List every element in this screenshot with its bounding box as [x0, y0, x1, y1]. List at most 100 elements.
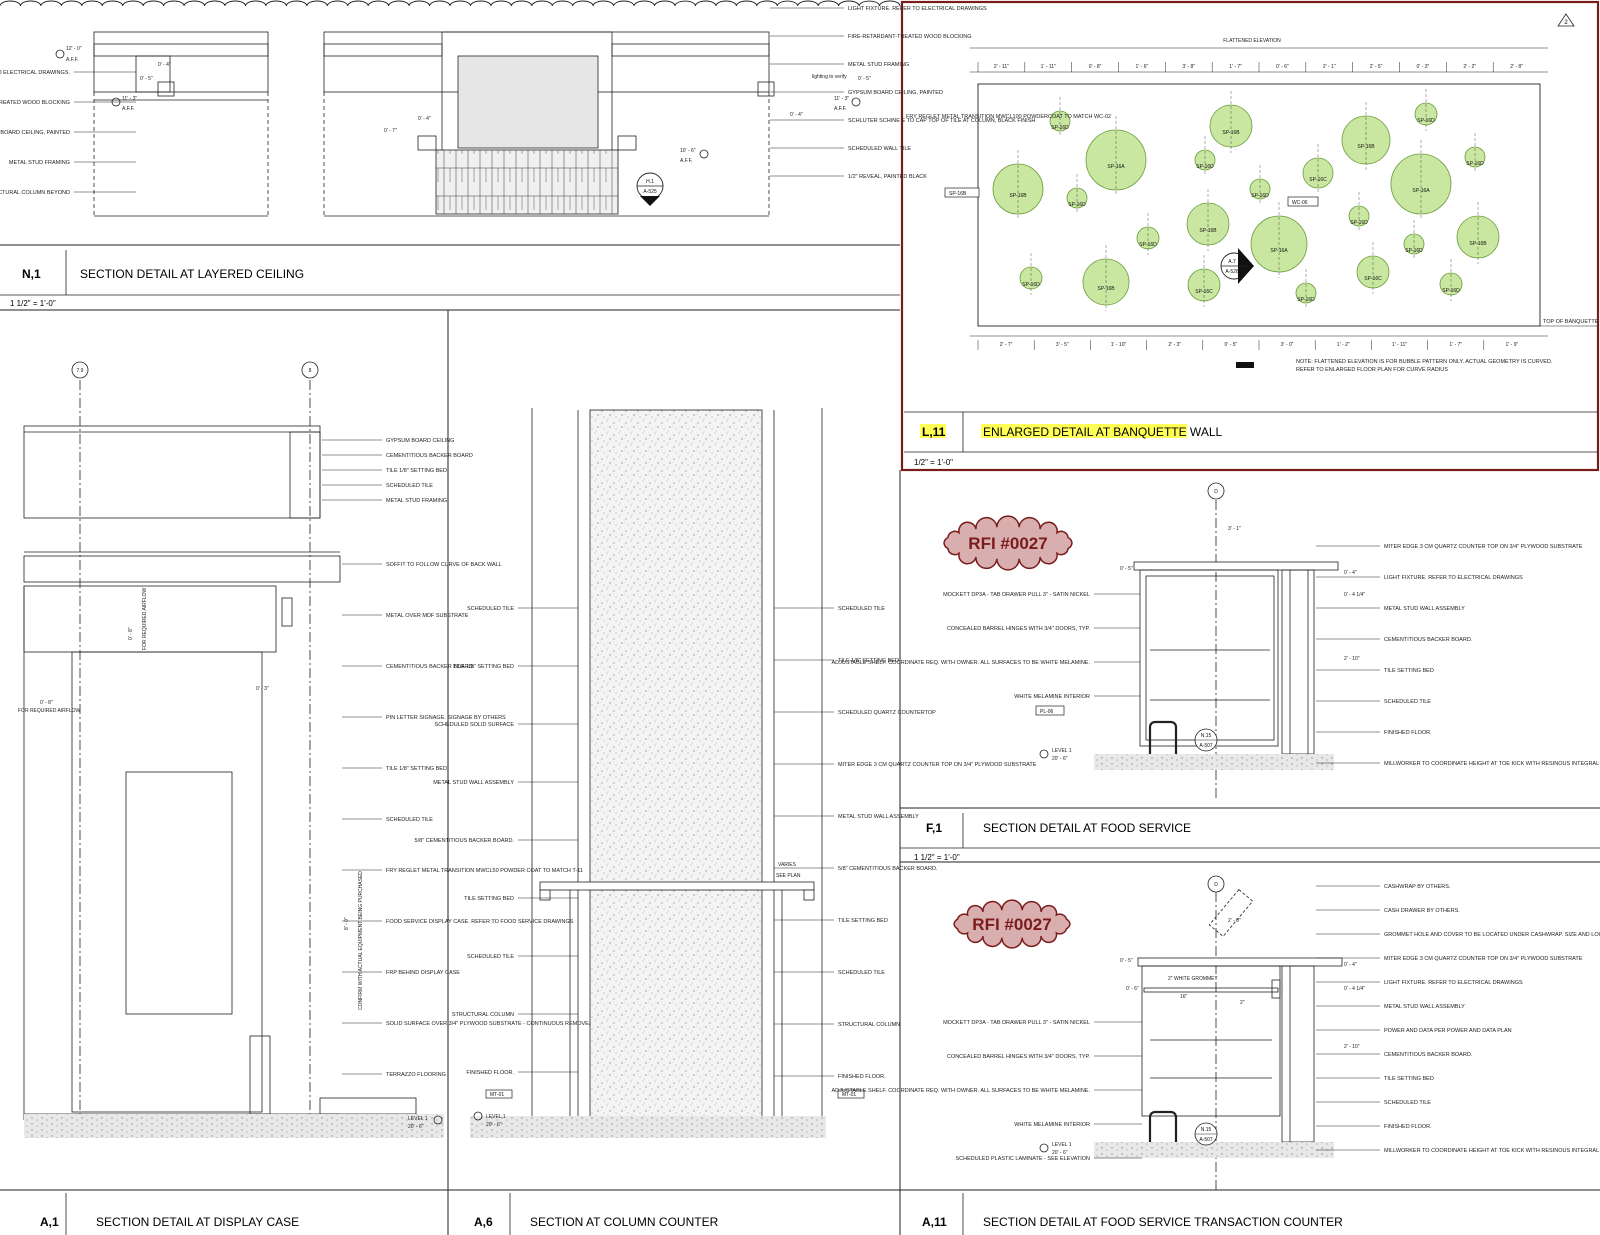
a1-lower-note-6: FRY REGLET METAL TRANSITION MWCL50 POWDE…	[386, 868, 583, 874]
n1-elev-right: 11' - 3"	[834, 96, 849, 102]
a6-left-note-1: TILE 1/8" SETTING BED	[453, 664, 514, 670]
l11-top-dim-label-8: 2' - 5"	[1370, 64, 1383, 70]
a11-detail-number: A,11	[922, 1215, 947, 1229]
a1-upper-note-1: CEMENTITIOUS BACKER BOARD	[386, 453, 473, 459]
n1-right-note-0: LIGHT FIXTURE. REFER TO ELECTRICAL DRAWI…	[848, 6, 987, 12]
n1-left-note-4: STRUCTURAL COLUMN BEYOND	[0, 190, 70, 196]
a1-lower-note-0: SOFFIT TO FOLLOW CURVE OF BACK WALL	[386, 562, 502, 568]
n1-dim-5: 0' - 4"	[790, 112, 803, 118]
a1-lower-notes: SOFFIT TO FOLLOW CURVE OF BACK WALLMETAL…	[342, 562, 752, 1078]
f1-right-note-6: FINISHED FLOOR.	[1384, 730, 1432, 736]
bubble-21	[1295, 282, 1317, 304]
n1-annotations: 12' - 0" A.F.F. 11' - 3" A.F.F. 11' - 3"…	[55, 46, 871, 164]
f1-width-dim: 3' - 1"	[1228, 526, 1241, 532]
a11-dim-7: 0' - 6"	[1126, 986, 1139, 992]
n1-callout-id: H.1	[646, 179, 654, 185]
f1-grid: D	[1214, 489, 1218, 495]
elevation-marker-icon	[55, 49, 65, 59]
f1-right-note-5: SCHEDULED TILE	[1384, 699, 1431, 705]
a11-right-note-2: GROMMET HOLE AND COVER TO BE LOCATED UND…	[1384, 932, 1600, 938]
bubble-label-10: SP-16A	[1412, 188, 1430, 194]
n1-detail-number: N,1	[22, 267, 41, 281]
a6-level-elev: 20' - 6"	[486, 1122, 502, 1128]
f1-dim-0: 0' - 5"	[1120, 566, 1133, 572]
l11-bottom-dim: 2' - 7"3' - 5"1' - 10"2' - 3"0' - 5"3' -…	[977, 340, 1518, 350]
a11-right-note-8: TILE SETTING BED	[1384, 1076, 1434, 1082]
bubble-label-19: SP-16B	[1097, 286, 1115, 292]
f1-left-note-1: CONCEALED BARREL HINGES WITH 3/4" DOORS,…	[947, 626, 1091, 632]
bubble-11	[1464, 146, 1486, 168]
n1-dim-2: 0' - 7"	[384, 128, 397, 134]
l11-bottom-dim-label-0: 2' - 7"	[1000, 342, 1013, 348]
a11-detail-title: SECTION DETAIL AT FOOD SERVICE TRANSACTI…	[983, 1215, 1343, 1229]
n1-right-note-2: METAL STUD FRAMING	[848, 62, 909, 68]
a6-right-note-1: TILE 1/8" SETTING BED	[838, 658, 899, 664]
a1-upper-note-2: TILE 1/8" SETTING BED	[386, 468, 447, 474]
a6-base-tag-right: MT-01	[842, 1092, 856, 1098]
n1-elev-top: 12' - 0"	[66, 46, 82, 52]
rfi1-shape	[943, 515, 1073, 571]
l11-number-highlight	[920, 424, 946, 438]
a11-dim-0: 2' - 0"	[1228, 918, 1241, 924]
bubble-label-8: SP-16B	[1357, 144, 1375, 150]
a1-vertical-dim: 8' - 0"	[344, 917, 350, 930]
a11-left-note-0: MOCKETT DP3A - TAB DRAWER PULL 3" - SATI…	[943, 1020, 1090, 1026]
a11-left-note-2: ADJUSTABLE SHELF. COORDINATE REQ. WITH O…	[831, 1088, 1090, 1094]
detail-a6	[531, 408, 823, 1120]
l11-top-dim-label-5: 1' - 7"	[1229, 64, 1242, 70]
a1-lower-note-4: TILE 1/8" SETTING BED	[386, 766, 447, 772]
a11-callout-sheet: A-507	[1199, 1137, 1213, 1143]
a6-left-note-6: SCHEDULED TILE	[467, 954, 514, 960]
l11-left-tag: SP-16B	[949, 191, 967, 197]
bubble-label-17: SP-16B	[1469, 241, 1487, 247]
a11-callout-id: N.15	[1201, 1127, 1212, 1133]
f1-annotations: D 3' - 1" 0' - 5" 0' - 4" 0' - 4 1/4" 2'…	[1035, 482, 1365, 762]
bubble-7	[1302, 157, 1334, 189]
a11-rfi-cloud: RFI #0027	[953, 899, 1071, 949]
bubble-label-16: SP-16D	[1405, 248, 1423, 254]
a6-base-tag-left: MT-01	[490, 1092, 504, 1098]
f1-right-notes: MITER EDGE 3 CM QUARTZ COUNTER TOP ON 3/…	[1316, 544, 1600, 767]
a11-dim-3: 0' - 4 1/4"	[1344, 986, 1365, 992]
f1-dim-2: 0' - 4 1/4"	[1344, 592, 1365, 598]
bubble-3	[1066, 187, 1088, 209]
l11-footnote-2: REFER TO ENLARGED FLOOR PLAN FOR CURVE R…	[1296, 367, 1448, 373]
a1-airflow-dim: 0' - 8"	[40, 700, 53, 706]
n1-elev-mid: 11' - 3"	[122, 96, 137, 102]
n1-left-notes: LIGHT FIXTURE. REFER TO ELECTRICAL DRAWI…	[0, 70, 136, 196]
bubble-15	[1348, 205, 1370, 227]
a1-lower-note-2: CEMENTITIOUS BACKER BOARD.	[386, 664, 475, 670]
l11-heading: FLATTENED ELEVATION	[1223, 38, 1281, 44]
a11-level-elev: 20' - 6"	[1052, 1150, 1068, 1156]
a11-right-note-1: CASH DRAWER BY OTHERS.	[1384, 908, 1460, 914]
a11-left-note-1: CONCEALED BARREL HINGES WITH 3/4" DOORS,…	[947, 1054, 1091, 1060]
a6-right-note-5: 5/8" CEMENTITIOUS BACKER BOARD.	[838, 866, 938, 872]
a11-right-notes: CASHWRAP BY OTHERS.CASH DRAWER BY OTHERS…	[1316, 884, 1600, 1154]
n1-dim-0: 0' - 4"	[158, 62, 171, 68]
a11-left-note-3: WHITE MELAMINE INTERIOR	[1014, 1122, 1090, 1128]
a11-dim-4: 2' - 10"	[1344, 1044, 1360, 1050]
l11-section-callout: A.7 A-526	[1220, 248, 1254, 284]
bubble-label-22: SP-16C	[1364, 276, 1382, 282]
f1-detail-title: SECTION DETAIL AT FOOD SERVICE	[983, 821, 1191, 835]
l11-bottom-dim-label-1: 3' - 5"	[1056, 342, 1069, 348]
a1-level: LEVEL 1	[408, 1116, 428, 1122]
a6-left-note-8: FINISHED FLOOR.	[466, 1070, 514, 1076]
n1-aff-4: A.F.F.	[680, 158, 693, 164]
a6-left-note-4: 5/8" CEMENTITIOUS BACKER BOARD.	[415, 838, 515, 844]
n1-right-notes: LIGHT FIXTURE. REFER TO ELECTRICAL DRAWI…	[770, 6, 1035, 180]
a11-floor-slab	[1094, 1142, 1334, 1158]
l11-top-dim-label-2: 0' - 8"	[1089, 64, 1102, 70]
a11-right-note-9: SCHEDULED TILE	[1384, 1100, 1431, 1106]
f1-level-elev: 20' - 6"	[1052, 756, 1068, 762]
n1-dim-1: 0' - 5"	[140, 76, 153, 82]
a11-dim-5: 16"	[1180, 994, 1188, 1000]
l11-top-dim-label-1: 1' - 11"	[1041, 64, 1056, 70]
a6-level: LEVEL 1	[486, 1114, 506, 1120]
n1-left-note-1: FIRE-RETARDANT-TREATED WOOD BLOCKING	[0, 100, 70, 106]
f1-rfi-cloud: RFI #0027	[943, 515, 1073, 571]
bubble-label-11: SP-16D	[1466, 161, 1484, 167]
l11-top-dim-label-9: 0' - 3"	[1417, 64, 1430, 70]
